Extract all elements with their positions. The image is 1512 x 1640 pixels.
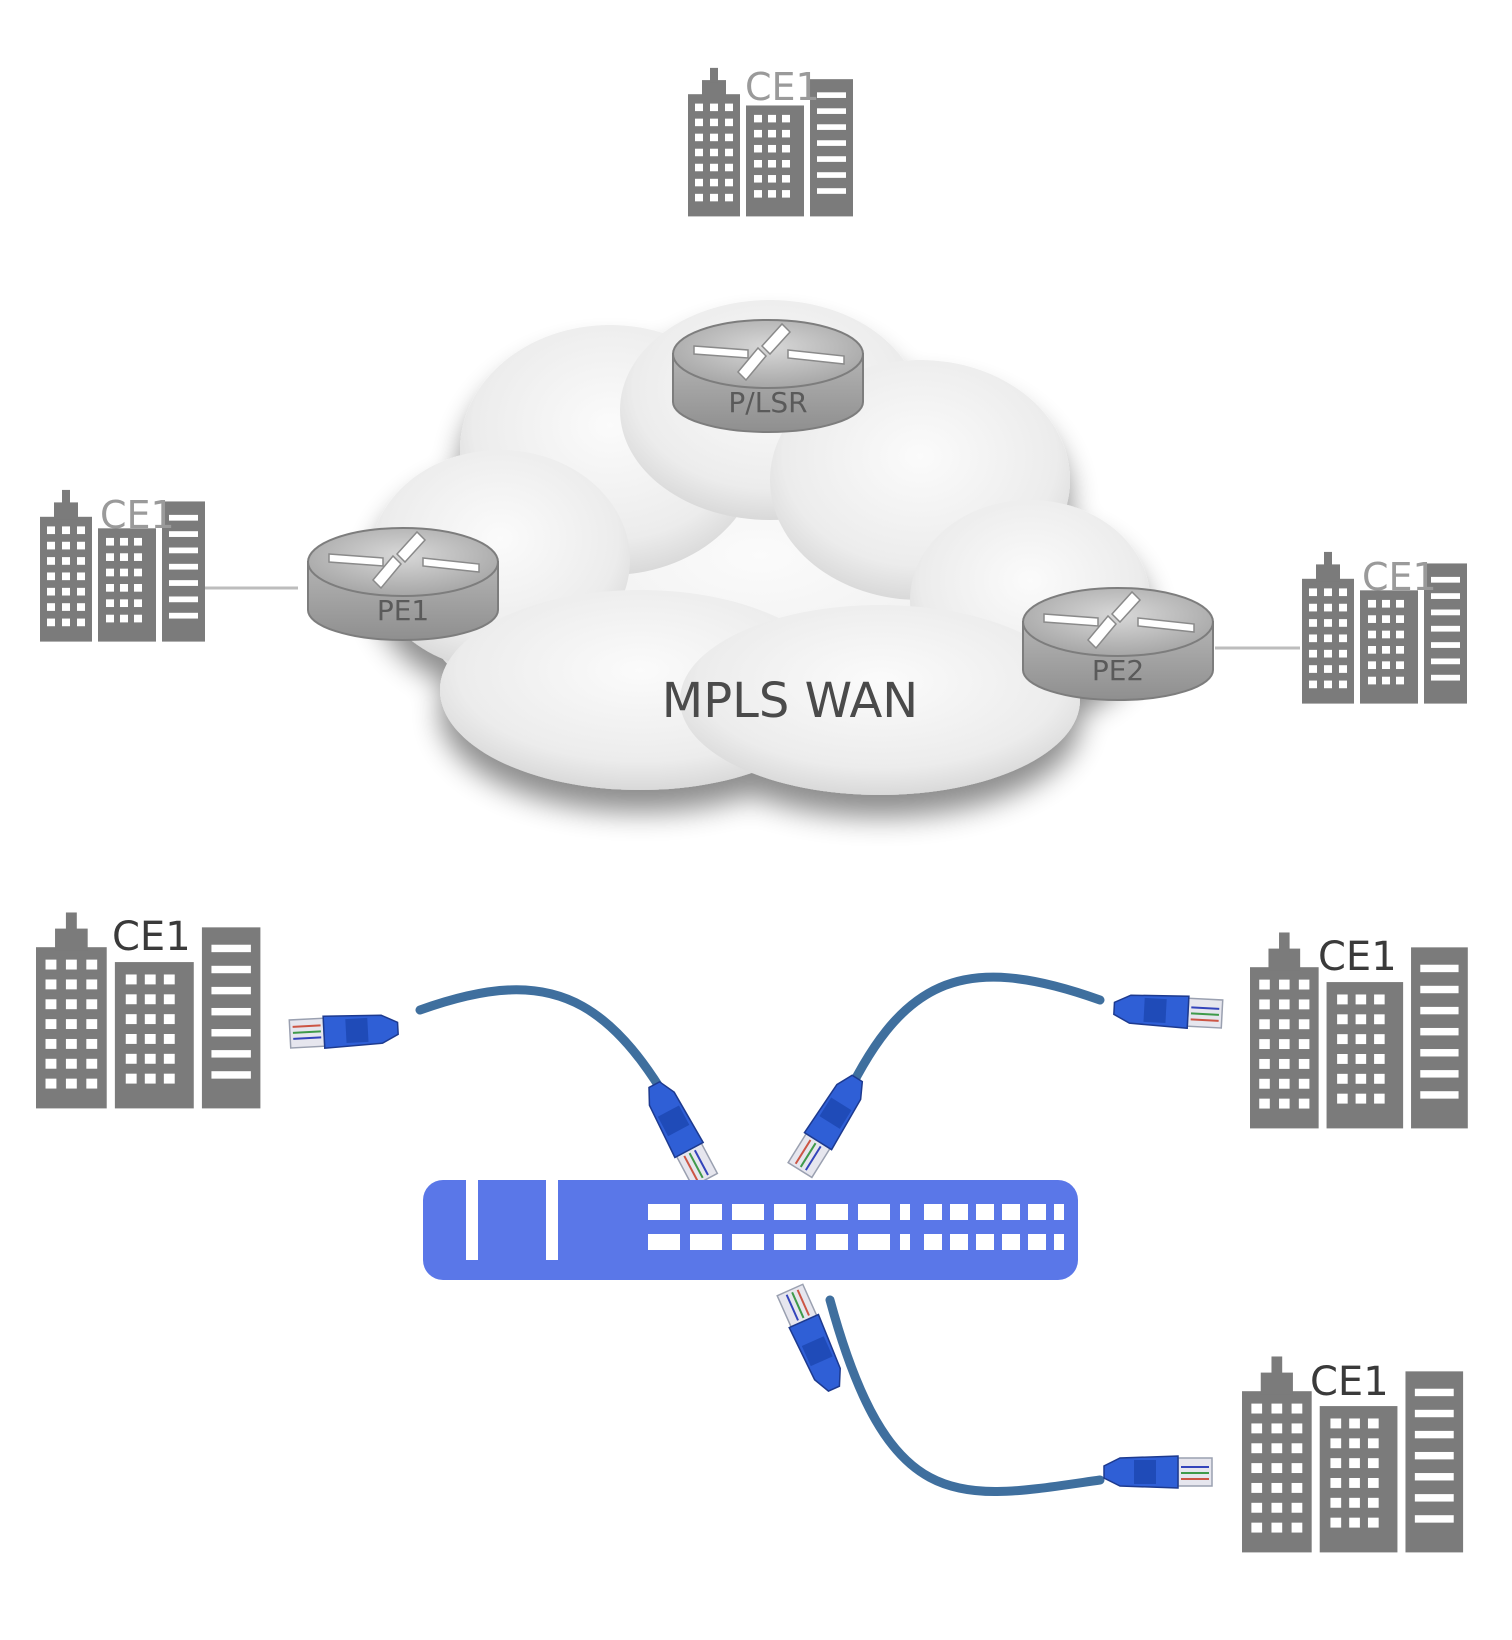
router-p-lsr: P/LSR <box>672 319 864 433</box>
cable-upper-right-to-switch <box>835 972 1105 1115</box>
router-pe2: PE2 <box>1022 587 1214 701</box>
network-switch <box>423 1180 1078 1280</box>
site-label-left: CE1 <box>100 493 175 537</box>
site-label-bottom-upper-right: CE1 <box>1318 934 1397 980</box>
rj45-connector-upper-right <box>1112 991 1224 1031</box>
site-label-top: CE1 <box>745 65 820 109</box>
rj45-connector-left <box>288 1011 400 1051</box>
router-pe1: PE1 <box>307 527 499 641</box>
router-label-pe1: PE1 <box>377 594 429 627</box>
rj45-connector-lower-right <box>1103 1455 1213 1489</box>
rj45-connector-switch-left <box>639 1076 721 1189</box>
cable-switch-to-lower-right <box>825 1295 1105 1496</box>
switch-ports <box>648 1204 1064 1250</box>
router-label-pe2: PE2 <box>1092 654 1144 687</box>
mpls-wan-cloud <box>370 300 1150 795</box>
site-label-bottom-lower-right: CE1 <box>1310 1359 1389 1405</box>
cloud-label: MPLS WAN <box>662 673 918 729</box>
rj45-connector-switch-right <box>785 1068 872 1180</box>
site-label-bottom-left: CE1 <box>112 914 191 960</box>
router-label-p-lsr: P/LSR <box>728 386 807 419</box>
site-label-right: CE1 <box>1362 555 1437 599</box>
cable-left-to-switch <box>415 985 705 1165</box>
